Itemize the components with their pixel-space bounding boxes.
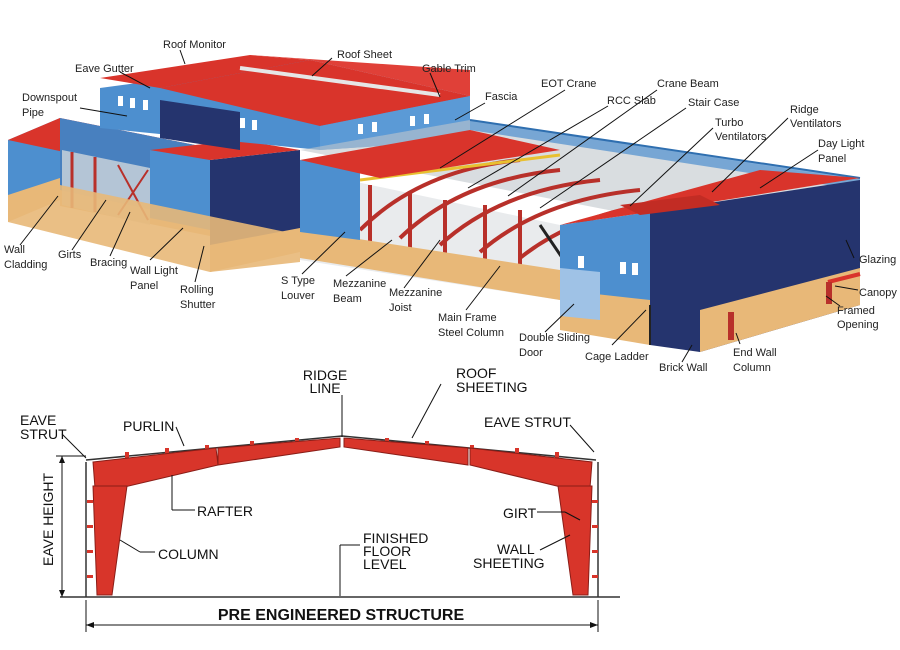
label-fascia: Fascia bbox=[485, 91, 518, 103]
label-finished-floor-2: FLOOR bbox=[363, 543, 411, 559]
section-labels: RIDGE LINE ROOF SHEETING EAVE STRUT PURL… bbox=[20, 365, 571, 624]
label-canopy: Canopy bbox=[859, 287, 897, 299]
label-s-type-louver-1: S Type bbox=[281, 275, 315, 287]
right-column bbox=[557, 485, 593, 596]
label-double-door-2: Door bbox=[519, 347, 543, 359]
label-eave-strut-left-1: EAVE bbox=[20, 412, 56, 428]
label-eave-strut-left-2: STRUT bbox=[20, 426, 67, 442]
diagram-title: PRE ENGINEERED STRUCTURE bbox=[218, 607, 465, 624]
label-brick-wall: Brick Wall bbox=[659, 362, 707, 374]
top-labels: Roof Monitor Roof Sheet Eave Gutter Gabl… bbox=[4, 39, 897, 374]
right-rafter-2 bbox=[343, 437, 469, 466]
label-turbo-vent-2: Ventilators bbox=[715, 131, 767, 143]
label-downspout-2: Pipe bbox=[22, 107, 44, 119]
label-mezz-beam-1: Mezzanine bbox=[333, 278, 386, 290]
girts bbox=[87, 500, 598, 578]
label-eave-gutter: Eave Gutter bbox=[75, 63, 134, 75]
label-roof-sheeting-1: ROOF bbox=[456, 365, 496, 381]
right-block bbox=[560, 170, 861, 352]
label-cage-ladder: Cage Ladder bbox=[585, 351, 649, 363]
label-mezz-beam-2: Beam bbox=[333, 293, 362, 305]
label-ridge-line-2: LINE bbox=[309, 380, 340, 396]
label-rcc-slab: RCC Slab bbox=[607, 95, 656, 107]
label-mezz-joist-2: Joist bbox=[389, 302, 412, 314]
label-wall-sheeting-2: SHEETING bbox=[473, 555, 545, 571]
label-rolling-shutter-2: Shutter bbox=[180, 299, 216, 311]
label-gable-trim: Gable Trim bbox=[422, 63, 476, 75]
portal-frame-section bbox=[56, 395, 620, 632]
label-purlin: PURLIN bbox=[123, 418, 174, 434]
label-eave-strut-right: EAVE STRUT bbox=[484, 414, 571, 430]
label-end-wall-1: End Wall bbox=[733, 347, 777, 359]
label-crane-beam: Crane Beam bbox=[657, 78, 719, 90]
label-mezz-joist-1: Mezzanine bbox=[389, 287, 442, 299]
label-wall-light-2: Panel bbox=[130, 280, 158, 292]
section-leader-lines bbox=[61, 383, 595, 596]
label-wall-cladding-2: Cladding bbox=[4, 259, 47, 271]
label-eot-crane: EOT Crane bbox=[541, 78, 596, 90]
label-framed-opening-1: Framed bbox=[837, 305, 875, 317]
label-girt: GIRT bbox=[503, 505, 537, 521]
label-framed-opening-2: Opening bbox=[837, 319, 879, 331]
label-main-frame-1: Main Frame bbox=[438, 312, 497, 324]
label-double-door-1: Double Sliding bbox=[519, 332, 590, 344]
label-glazing: Glazing bbox=[859, 254, 896, 266]
label-wall-cladding-1: Wall bbox=[4, 244, 25, 256]
label-wall-light-1: Wall Light bbox=[130, 265, 178, 277]
label-end-wall-2: Column bbox=[733, 362, 771, 374]
label-column: COLUMN bbox=[158, 546, 219, 562]
label-s-type-louver-2: Louver bbox=[281, 290, 315, 302]
label-day-light-2: Panel bbox=[818, 153, 846, 165]
label-rolling-shutter-1: Rolling bbox=[180, 284, 214, 296]
label-roof-sheeting-2: SHEETING bbox=[456, 379, 528, 395]
label-roof-monitor: Roof Monitor bbox=[163, 39, 226, 51]
label-eave-height: EAVE HEIGHT bbox=[40, 472, 56, 566]
left-rafter-2 bbox=[217, 437, 341, 466]
label-downspout-1: Downspout bbox=[22, 92, 77, 104]
left-column bbox=[92, 485, 128, 596]
label-finished-floor-1: FINISHED bbox=[363, 530, 428, 546]
label-ridge-vent-2: Ventilators bbox=[790, 118, 842, 130]
label-ridge-vent-1: Ridge bbox=[790, 104, 819, 116]
top-leader-lines bbox=[19, 49, 859, 363]
main-upper-block bbox=[100, 55, 470, 150]
label-day-light-1: Day Light bbox=[818, 138, 864, 150]
label-turbo-vent-1: Turbo bbox=[715, 117, 743, 129]
building-illustration bbox=[8, 55, 861, 352]
label-finished-floor-3: LEVEL bbox=[363, 556, 407, 572]
label-ridge-line-1: RIDGE bbox=[303, 367, 347, 383]
label-roof-sheet: Roof Sheet bbox=[337, 49, 392, 61]
label-bracing: Bracing bbox=[90, 257, 127, 269]
label-wall-sheeting-1: WALL bbox=[497, 541, 535, 557]
label-stair-case: Stair Case bbox=[688, 97, 739, 109]
label-girts: Girts bbox=[58, 249, 82, 261]
label-main-frame-2: Steel Column bbox=[438, 327, 504, 339]
left-rafter-1 bbox=[92, 447, 219, 489]
label-rafter: RAFTER bbox=[197, 503, 253, 519]
